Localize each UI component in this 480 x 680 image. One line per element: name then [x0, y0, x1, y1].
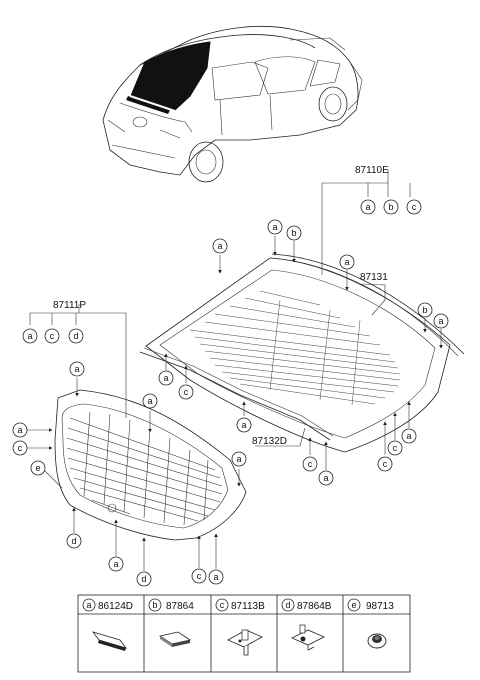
callout-label: c [412, 202, 417, 212]
callout-label: b [388, 202, 393, 212]
part-number-87132D: 87132D [252, 436, 287, 447]
callout-label: c [383, 459, 388, 469]
callout-label: e [35, 463, 40, 473]
legend-part-number: 87864 [166, 601, 194, 612]
callout-label: a [217, 241, 222, 251]
callout-label: b [291, 228, 296, 238]
rear-glass-panel [139, 253, 465, 453]
callout-label: a [163, 373, 168, 383]
legend-letter: a [86, 600, 91, 610]
defroster-grid [189, 290, 401, 406]
legend-cell-e: e 98713 [347, 598, 394, 612]
leader-lines [27, 170, 443, 571]
legend-part-number: 87864B [297, 601, 332, 612]
hatch-glass-panel [54, 389, 247, 541]
bracket-icon [227, 629, 263, 656]
part-number-87111P: 87111P [53, 300, 86, 311]
hatch-defroster-grid [66, 411, 223, 526]
callout-label: a [406, 431, 411, 441]
car-illustration [102, 26, 363, 183]
part-number-87110E: 87110E [355, 165, 389, 176]
callout-label: a [147, 396, 152, 406]
callout-label: a [213, 572, 218, 582]
callout-label: a [74, 364, 79, 374]
legend-part-number: 98713 [366, 601, 394, 612]
clip-icon [291, 624, 325, 651]
callout-label: d [73, 331, 78, 341]
callout-label: a [272, 222, 277, 232]
callout-label: a [27, 331, 32, 341]
callout-label: a [236, 454, 241, 464]
callout-label: a [344, 257, 349, 267]
legend-part-number: 87113B [231, 601, 265, 612]
callout-group: a b c a c d a b a a b a a c a c a c c a … [12, 199, 449, 587]
callout-label: a [323, 473, 328, 483]
parts-legend-table: a 86124D b 87864 c 87113B d 87864B e 987… [77, 594, 411, 673]
callout-label: a [241, 420, 246, 430]
callout-label: d [141, 574, 146, 584]
callout-label: c [18, 443, 23, 453]
strip-tape-icon [91, 631, 128, 651]
legend-cell-a: a 86124D [82, 598, 133, 612]
grommet-icon [367, 633, 387, 649]
callout-label: c [393, 443, 398, 453]
callout-label: d [71, 536, 76, 546]
legend-cell-c: c 87113B [215, 598, 265, 612]
callout-label: a [113, 559, 118, 569]
callout-label: a [438, 316, 443, 326]
callout-label: c [50, 331, 55, 341]
callout-label: c [308, 459, 313, 469]
legend-letter: e [351, 600, 356, 610]
callout-label: c [197, 571, 202, 581]
legend-part-number: 86124D [98, 601, 133, 612]
callout-label: b [422, 305, 427, 315]
pad-icon [158, 631, 192, 647]
callout-label: a [17, 425, 22, 435]
legend-letter: c [220, 600, 225, 610]
callout-label: c [184, 387, 189, 397]
legend-letter: d [285, 600, 290, 610]
part-number-87131: 87131 [360, 272, 388, 283]
legend-cell-b: b 87864 [148, 598, 194, 612]
callout-label: a [365, 202, 370, 212]
legend-letter: b [152, 600, 157, 610]
legend-cell-d: d 87864B [281, 598, 332, 612]
